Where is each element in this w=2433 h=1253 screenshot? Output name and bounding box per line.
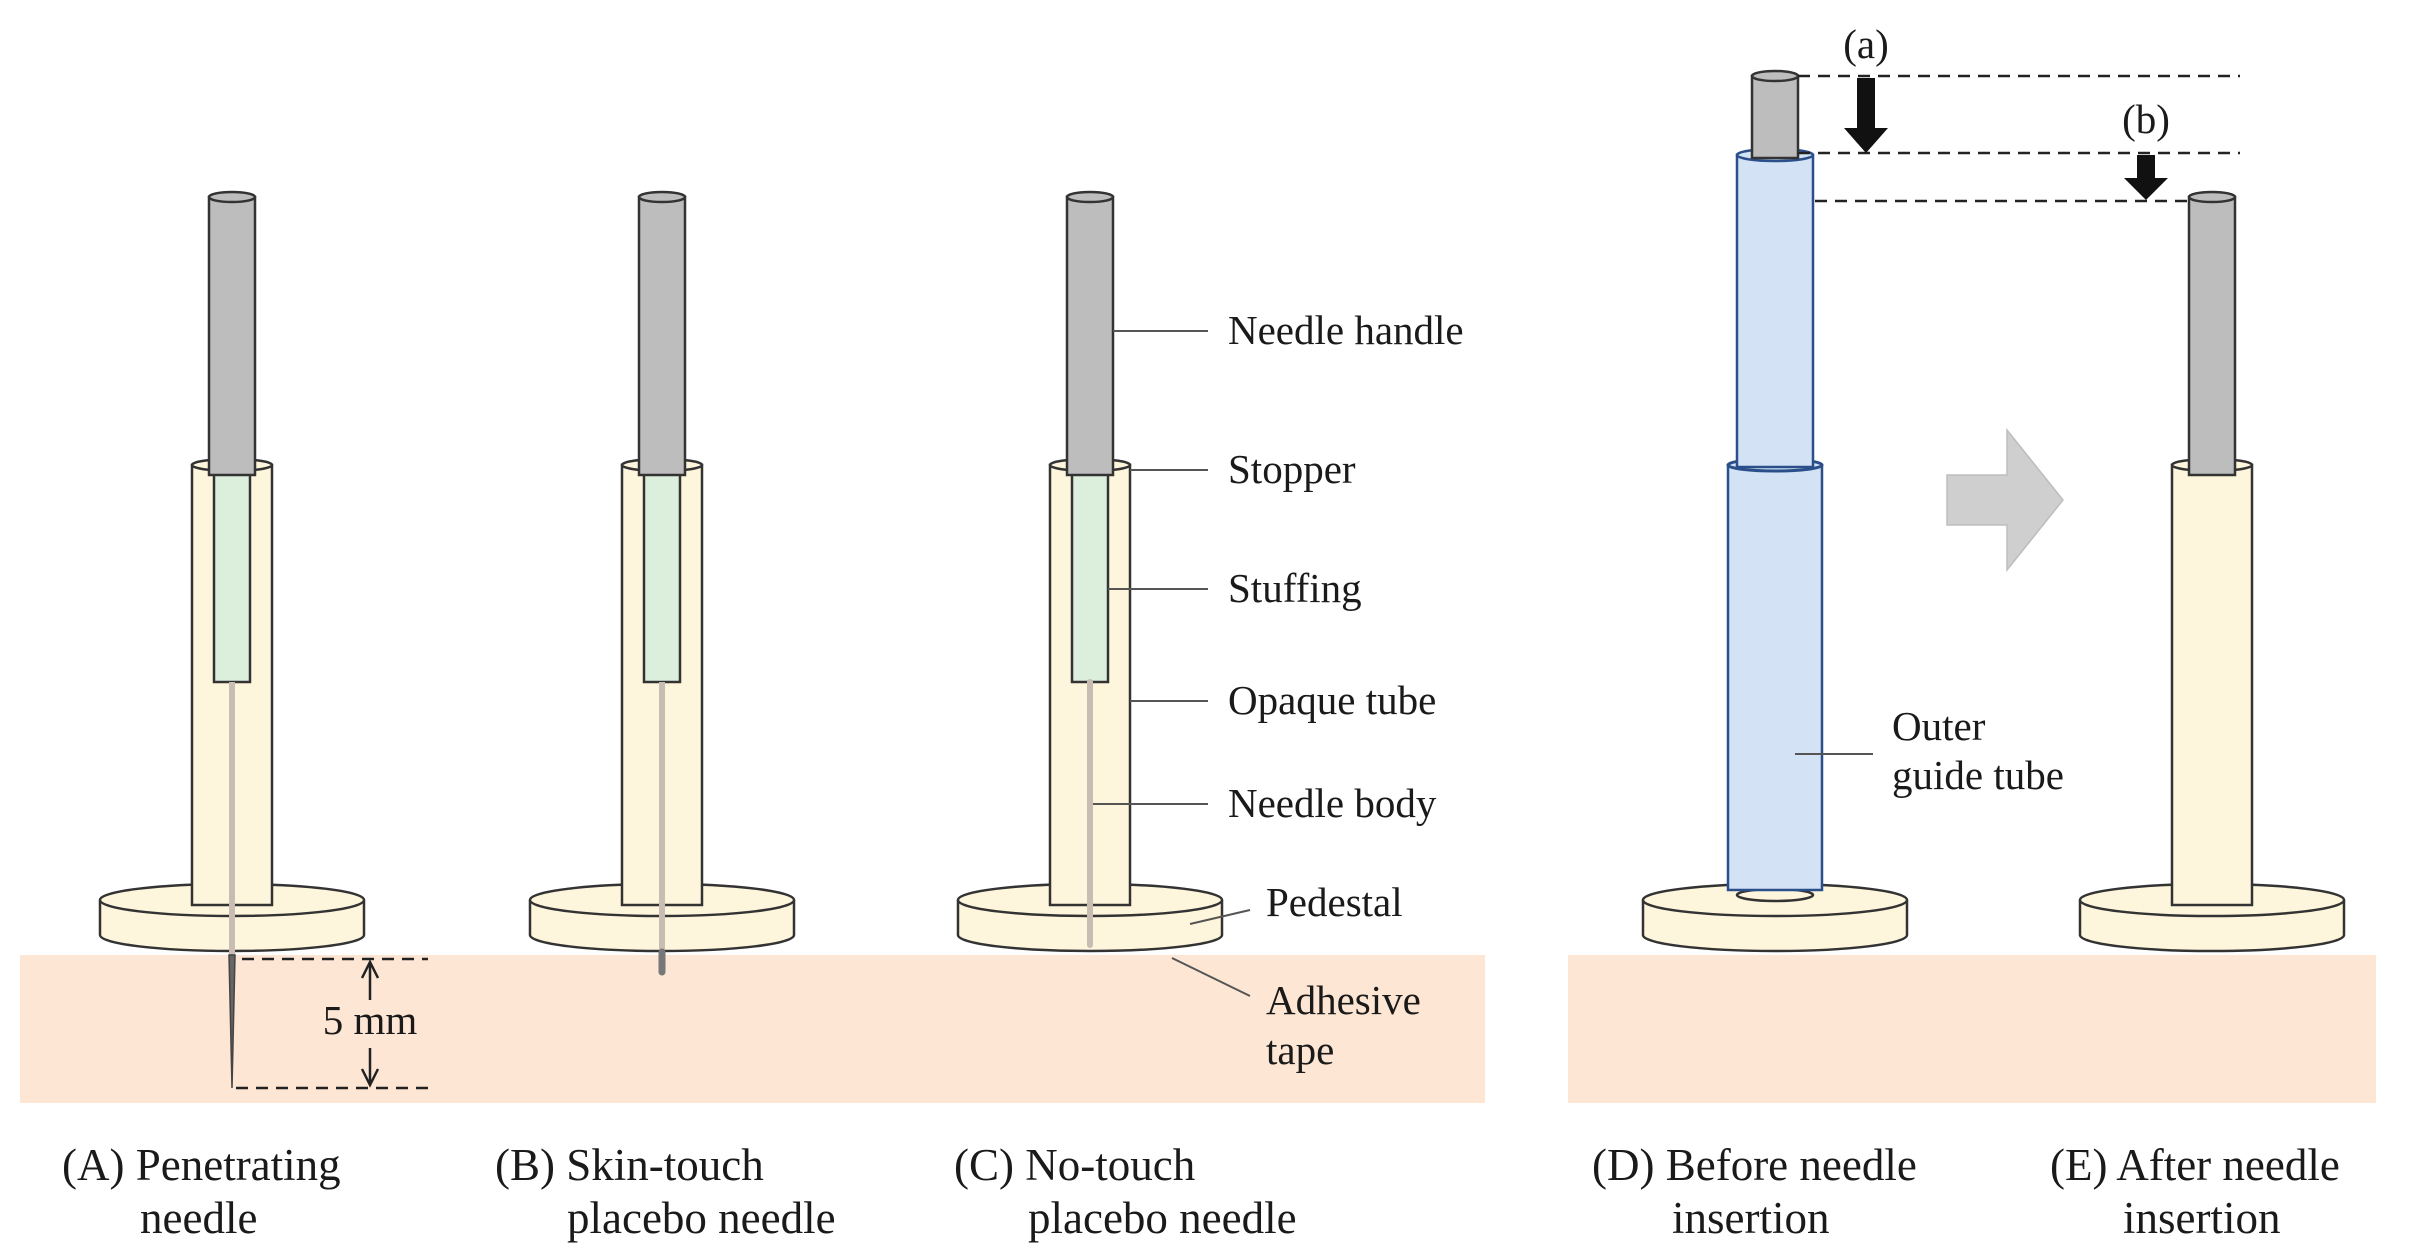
label-needle-handle: Needle handle: [1228, 307, 1464, 353]
transition-arrow: [1946, 427, 2064, 573]
label-stopper: Stopper: [1228, 446, 1356, 492]
depth-arrowhead-up: [360, 959, 380, 979]
needle-handle-c: [1065, 195, 1115, 477]
caption-b-line2: placebo needle: [567, 1193, 836, 1243]
caption-b-line1: (B) Skin-touch: [495, 1140, 764, 1190]
label-outer-guide-tube-line2: guide tube: [1892, 752, 2064, 798]
caption-e-line1: (E) After needle: [2050, 1140, 2340, 1190]
stuffing-b: [642, 468, 682, 684]
needle-handle-top-e: [2187, 190, 2237, 204]
opaque-tube-e: [2170, 463, 2254, 907]
caption-e-line2: insertion: [2123, 1193, 2280, 1243]
needle-a-penetrating: 5 mm: [98, 190, 428, 1090]
label-needle-body: Needle body: [1228, 780, 1437, 826]
needle-handle-top-c: [1065, 190, 1115, 204]
needle-handle-top-d: [1750, 69, 1800, 83]
marker-b: (b): [2122, 96, 2170, 142]
label-adhesive-tape-line2: tape: [1266, 1027, 1334, 1073]
needle-handle-top-b: [637, 190, 687, 204]
label-pedestal: Pedestal: [1266, 879, 1403, 925]
label-opaque-tube: Opaque tube: [1228, 677, 1436, 723]
depth-label: 5 mm: [323, 997, 418, 1043]
needle-handle-b: [637, 195, 687, 477]
leader-adhesive-tape: [1171, 957, 1251, 997]
label-stuffing: Stuffing: [1228, 565, 1362, 611]
caption-c-line2: placebo needle: [1028, 1193, 1297, 1243]
caption-d-line2: insertion: [1672, 1193, 1829, 1243]
component-labels: Needle handle Stopper Stuffing Opaque tu…: [1093, 307, 1464, 1073]
caption-d-line1: (D) Before needle: [1592, 1140, 1917, 1190]
needle-handle-e: [2187, 195, 2237, 477]
leader-pedestal: [1189, 909, 1251, 925]
outer-guide-tube-upper: [1735, 153, 1815, 469]
needle-handle-a: [207, 195, 257, 477]
stuffing-c: [1070, 468, 1110, 684]
caption-c-line1: (C) No-touch: [954, 1140, 1195, 1190]
skin-layer-left: [20, 955, 1485, 1103]
needle-b-skin-touch: [528, 190, 796, 976]
needle-e-after-insertion: [2078, 190, 2346, 953]
insertion-depth-markers: (a) (b): [1798, 21, 2240, 203]
arrow-a: [1844, 78, 1888, 153]
needle-handle-top-a: [207, 190, 257, 204]
needle-tip-a: [228, 954, 236, 1089]
needle-d-before-insertion: Outer guide tube: [1641, 69, 2064, 953]
needle-handle-d: [1750, 74, 1800, 160]
caption-a-line2: needle: [140, 1193, 257, 1243]
label-outer-guide-tube-line1: Outer: [1892, 703, 1986, 749]
stuffing-a: [212, 468, 252, 684]
marker-a: (a): [1843, 21, 1889, 67]
outer-guide-tube-lower: [1726, 463, 1824, 892]
arrow-b: [2124, 155, 2168, 200]
captions: (A) Penetrating needle (B) Skin-touch pl…: [62, 1140, 2340, 1243]
needle-c-no-touch: [956, 190, 1224, 953]
label-adhesive-tape-line1: Adhesive: [1266, 977, 1421, 1023]
skin-layer-right: [1568, 955, 2376, 1103]
depth-arrowhead-down: [360, 1068, 380, 1088]
caption-a-line1: (A) Penetrating: [62, 1140, 341, 1190]
